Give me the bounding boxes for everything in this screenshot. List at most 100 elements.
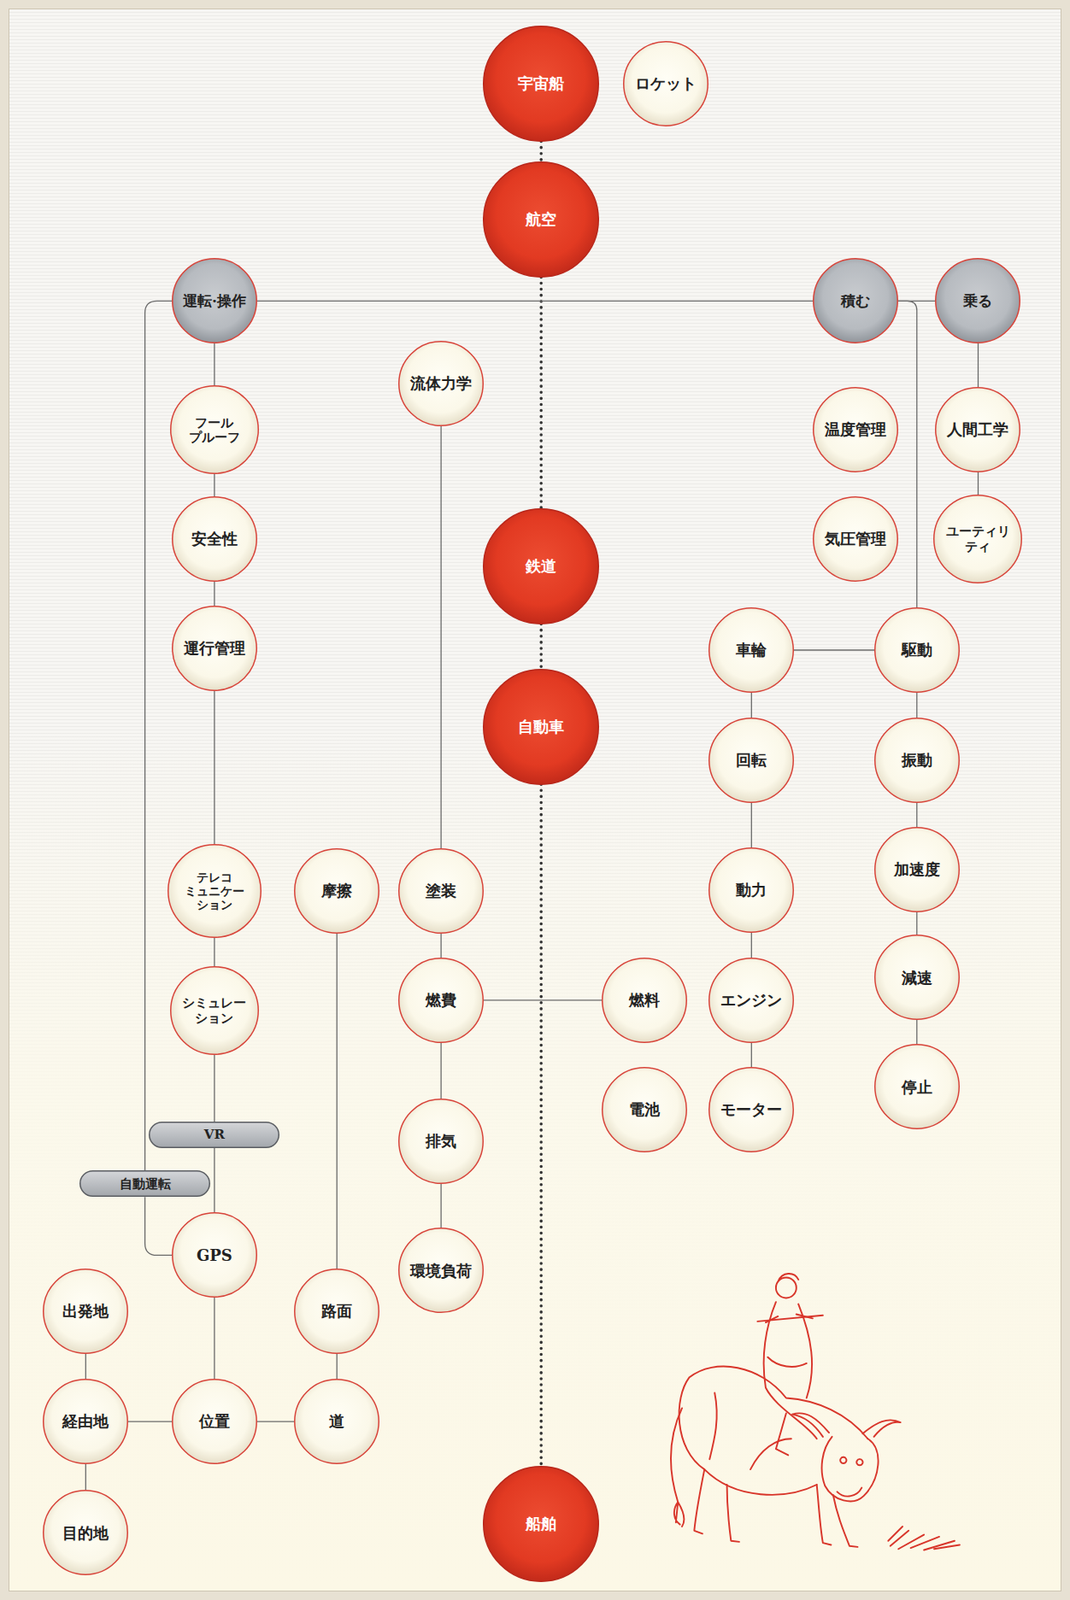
- connector-line: [256, 1422, 294, 1423]
- node-label: 動力: [735, 881, 767, 900]
- vehicle-circle-shape: [483, 26, 600, 142]
- topic-circle-shape: [399, 958, 484, 1044]
- topic-circle: ユーティリ ティ: [933, 494, 1023, 584]
- node-label: 停止: [901, 1078, 933, 1098]
- topic-circle: エンジン: [708, 958, 794, 1044]
- connector-line: [751, 693, 753, 719]
- topic-circle: 目的地: [42, 1490, 129, 1576]
- vehicle-circle-shape: [483, 1466, 600, 1582]
- label-group: テレコ ミュニケー ション: [177, 870, 252, 913]
- node-label: 塗装: [425, 881, 457, 901]
- node-label: 駆動: [901, 640, 933, 660]
- topic-circle-shape: [399, 1228, 484, 1314]
- topic-circle: 排気: [398, 1099, 484, 1185]
- topic-circle: 停止: [874, 1044, 960, 1130]
- node-label: 安全性: [191, 529, 238, 549]
- connector-line: [85, 1354, 87, 1381]
- connector-line: [336, 1354, 338, 1381]
- tag-pill-shape: [80, 1171, 211, 1198]
- label-group: 自動車: [517, 717, 565, 737]
- label-group: 運転·操作: [182, 292, 247, 310]
- label-group: 駆動: [901, 640, 933, 660]
- connector-line: [916, 911, 918, 936]
- node-label: シミュレー ション: [177, 995, 252, 1026]
- topic-circle-shape: [934, 495, 1023, 584]
- connector-line: [213, 343, 215, 387]
- label-group: 電池: [629, 1100, 660, 1120]
- label-group: 動力: [735, 881, 767, 900]
- dotted-connector: [539, 276, 543, 509]
- topic-circle: 路面: [293, 1269, 380, 1355]
- node-label: 航空: [525, 210, 557, 230]
- topic-circle: 電池: [601, 1067, 688, 1153]
- node-label: 環境負荷: [410, 1262, 472, 1282]
- node-label: 流体力学: [410, 374, 472, 394]
- grass: [887, 1527, 960, 1551]
- node-label: 人間工学: [946, 420, 1009, 440]
- label-group: 燃費: [425, 991, 457, 1011]
- node-label: 積む: [840, 292, 871, 310]
- label-group: モーター: [720, 1100, 782, 1120]
- node-label: 運転·操作: [182, 292, 247, 310]
- connector-line: [213, 473, 215, 497]
- vehicle-circle: 鉄道: [482, 508, 600, 625]
- topic-circle-shape: [399, 1099, 484, 1184]
- label-group: 宇宙船: [517, 74, 565, 94]
- topic-circle: 減速: [874, 934, 960, 1021]
- topic-circle-shape: [43, 1491, 129, 1576]
- category-circle: 運転·操作: [171, 258, 258, 344]
- flute: [757, 1316, 823, 1323]
- node-label: 減速: [901, 969, 933, 988]
- topic-circle-shape: [172, 1380, 258, 1465]
- node-label: 自動車: [517, 717, 565, 737]
- label-group: ユーティリ ティ: [940, 523, 1015, 554]
- dotted-connector: [539, 624, 543, 671]
- ox-legs: [693, 1469, 858, 1548]
- vehicle-circle-shape: [483, 509, 600, 625]
- connector-line: [213, 937, 215, 967]
- node-label: テレコ ミュニケー ション: [177, 870, 252, 913]
- topic-circle: 気圧管理: [812, 496, 899, 583]
- topic-circle-shape: [170, 386, 259, 475]
- topic-circle: 温度管理: [812, 387, 899, 473]
- label-group: 位置: [199, 1412, 230, 1432]
- vehicle-circle-shape: [483, 162, 600, 278]
- node-label: エンジン: [720, 991, 782, 1011]
- topic-circle: 駆動: [874, 607, 960, 694]
- topic-circle-shape: [168, 845, 262, 939]
- topic-circle: 出発地: [42, 1269, 129, 1355]
- ox-tail: [670, 1408, 685, 1528]
- label-group: 路面: [321, 1302, 353, 1322]
- node-label: 道: [329, 1412, 345, 1432]
- label-group: 摩擦: [321, 881, 353, 901]
- topic-circle: 経由地: [42, 1379, 129, 1465]
- node-label: 宇宙船: [517, 74, 565, 94]
- category-circle-shape: [935, 258, 1021, 344]
- tag-pill-shape: [149, 1122, 280, 1149]
- category-circle: 積む: [812, 258, 899, 344]
- topic-circle-shape: [813, 497, 899, 583]
- label-group: 航空: [525, 210, 557, 230]
- node-label: 鉄道: [525, 557, 557, 577]
- node-label: 乗る: [963, 292, 993, 310]
- dotted-connector: [539, 784, 543, 1467]
- node-label: 加速度: [893, 860, 941, 880]
- connector-line: [751, 932, 753, 959]
- topic-circle-shape: [602, 958, 688, 1044]
- node-label: 排気: [425, 1132, 457, 1152]
- connector-line: [213, 1054, 215, 1123]
- label-group: 停止: [901, 1078, 933, 1098]
- connector-line: [916, 1020, 918, 1046]
- topic-circle: 位置: [171, 1379, 258, 1465]
- label-group: 目的地: [62, 1524, 109, 1544]
- node-label: 目的地: [62, 1524, 109, 1544]
- topic-circle-shape: [602, 1067, 688, 1153]
- node-label: 摩擦: [321, 881, 353, 901]
- connector-line: [977, 343, 979, 389]
- connector-line: [977, 471, 979, 495]
- node-label: 出発地: [62, 1302, 109, 1322]
- label-group: 気圧管理: [824, 529, 887, 549]
- topic-circle-shape: [294, 1269, 380, 1355]
- connector-line: [751, 803, 753, 849]
- topic-circle-shape: [875, 828, 960, 913]
